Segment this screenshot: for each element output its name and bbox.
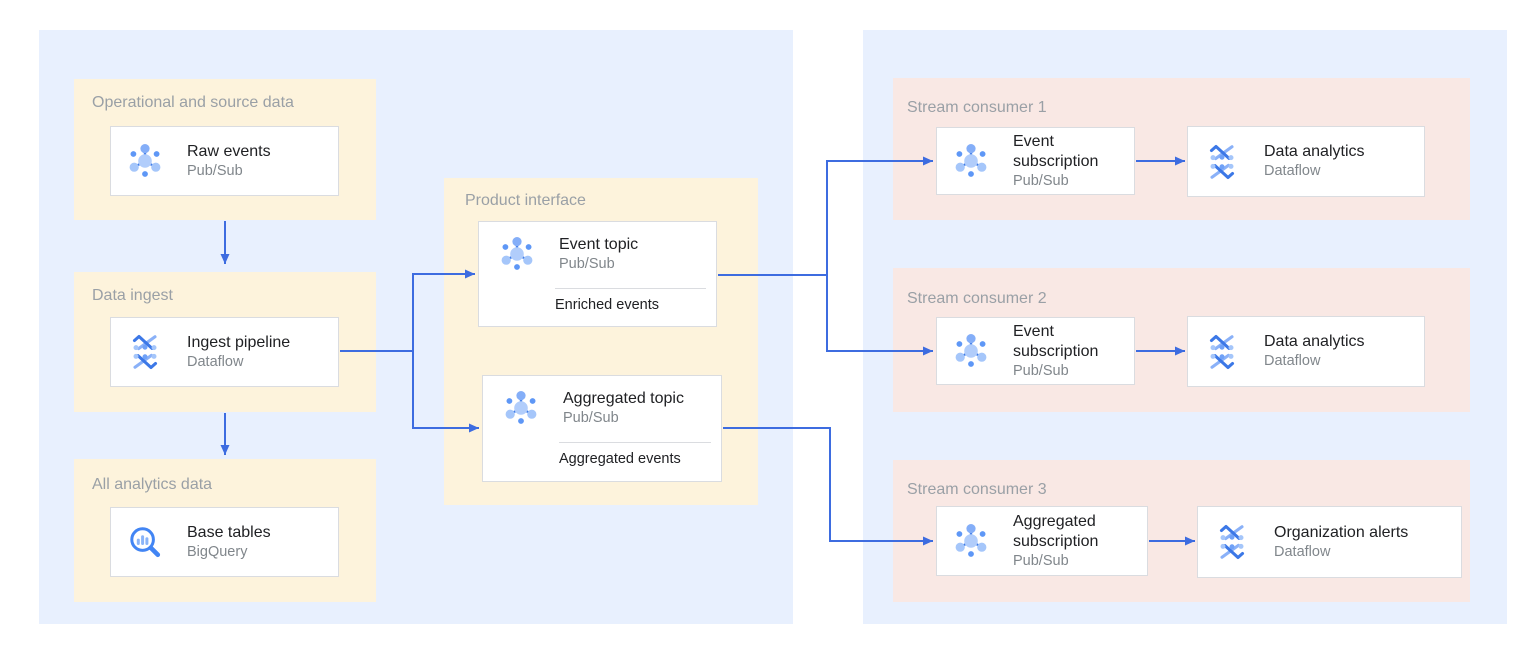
pubsub-icon <box>951 331 991 371</box>
card-title: Event subscription <box>1013 132 1099 170</box>
card-title: Data analytics <box>1264 333 1365 350</box>
card-sc2-event-subscription: Event subscription Pub/Sub <box>936 317 1135 385</box>
card-note: Aggregated events <box>559 442 711 467</box>
card-aggregated-topic: Aggregated topic Pub/Sub Aggregated even… <box>482 375 722 482</box>
group-label: All analytics data <box>92 476 213 493</box>
group-label: Data ingest <box>92 287 173 304</box>
card-product: Pub/Sub <box>563 409 619 426</box>
card-title: Event topic <box>559 235 639 253</box>
bigquery-icon <box>125 522 165 562</box>
dataflow-icon <box>125 332 165 372</box>
dataflow-icon <box>1212 522 1252 562</box>
card-sc1-data-analytics: Data analytics Dataflow <box>1187 126 1425 197</box>
card-ingest-pipeline: Ingest pipeline Dataflow <box>110 317 339 387</box>
card-product: Dataflow <box>187 353 244 370</box>
card-product: Pub/Sub <box>1013 172 1069 189</box>
card-title: Ingest pipeline <box>187 333 291 351</box>
card-product: Dataflow <box>1264 353 1321 369</box>
card-title: Aggregated subscription <box>1013 512 1099 550</box>
card-title: Data analytics <box>1264 143 1365 160</box>
card-product: Pub/Sub <box>187 162 243 179</box>
group-label: Operational and source data <box>92 94 294 111</box>
card-product: Pub/Sub <box>1013 552 1069 569</box>
pubsub-icon <box>501 388 541 428</box>
pubsub-icon <box>951 521 991 561</box>
card-title: Organization alerts <box>1274 523 1409 541</box>
card-sc3-organization-alerts: Organization alerts Dataflow <box>1197 506 1462 578</box>
card-product: Pub/Sub <box>559 255 615 272</box>
group-label: Stream consumer 3 <box>907 481 1047 498</box>
dataflow-icon <box>1202 332 1242 372</box>
pubsub-icon <box>497 234 537 274</box>
card-product: Dataflow <box>1274 543 1331 560</box>
card-title: Aggregated topic <box>563 389 684 407</box>
pubsub-icon <box>951 141 991 181</box>
card-sc2-data-analytics: Data analytics Dataflow <box>1187 316 1425 387</box>
card-event-topic: Event topic Pub/Sub Enriched events <box>478 221 717 327</box>
card-product: BigQuery <box>187 543 248 560</box>
card-note: Enriched events <box>555 288 706 313</box>
pubsub-icon <box>125 141 165 181</box>
card-product: Pub/Sub <box>1013 362 1069 379</box>
dataflow-icon <box>1202 142 1242 182</box>
card-raw-events: Raw events Pub/Sub <box>110 126 339 196</box>
card-sc3-aggregated-subscription: Aggregated subscription Pub/Sub <box>936 506 1148 576</box>
card-title: Base tables <box>187 523 271 541</box>
card-title: Event subscription <box>1013 322 1099 360</box>
card-sc1-event-subscription: Event subscription Pub/Sub <box>936 127 1135 195</box>
group-label: Stream consumer 1 <box>907 99 1047 116</box>
card-product: Dataflow <box>1264 163 1321 179</box>
group-label: Product interface <box>465 192 586 209</box>
card-title: Raw events <box>187 142 271 160</box>
card-base-tables: Base tables BigQuery <box>110 507 339 577</box>
group-label: Stream consumer 2 <box>907 290 1047 307</box>
